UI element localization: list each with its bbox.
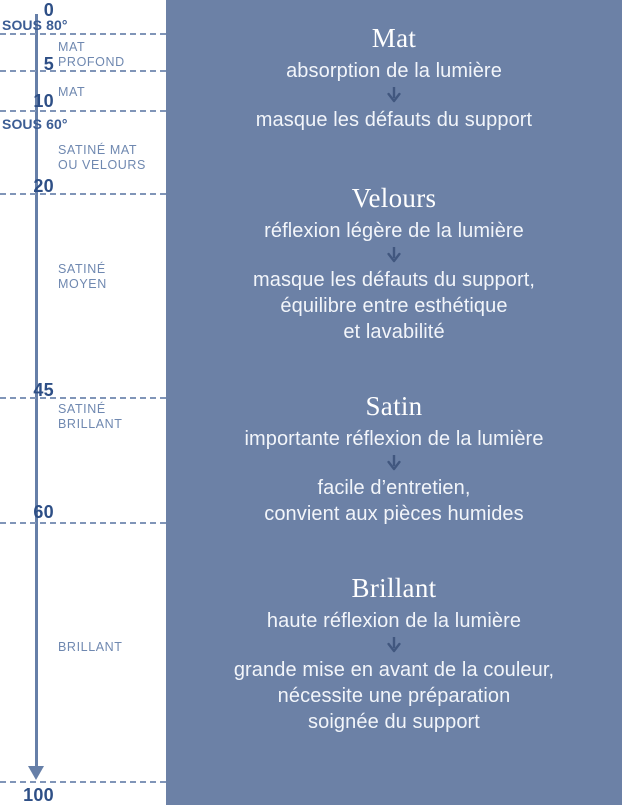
finish-title: Mat xyxy=(371,23,417,53)
scale-dash-rule xyxy=(0,33,166,35)
scale-tick-value: 20 xyxy=(33,176,54,196)
scale-tick-value: 60 xyxy=(33,502,54,522)
arrow-down-icon xyxy=(166,247,622,263)
scale-dash-rule xyxy=(0,522,166,524)
scale-threshold-label: SOUS 60° xyxy=(2,116,68,132)
finish-effect: grande mise en avant de la couleur, néces… xyxy=(166,657,622,735)
finish-property-line: réflexion légère de la lumière xyxy=(264,220,524,242)
scale-tick-value: 0 xyxy=(43,0,54,20)
finish-block-satin: Satin importante réflexion de la lumière f… xyxy=(166,390,622,527)
scale-tick-value: 100 xyxy=(23,785,54,805)
scale-category-mat: MAT xyxy=(58,85,162,100)
finish-effect-line: soignée du support xyxy=(308,711,480,733)
scale-category-line: MOYEN xyxy=(58,276,107,291)
finish-effect-line: équilibre entre esthétique xyxy=(280,295,508,317)
scale-dash-rule xyxy=(0,781,166,783)
scale-dash-rule xyxy=(0,193,166,195)
finish-effect: facile d’entretien, convient aux pièces h… xyxy=(166,475,622,527)
scale-dash-rule xyxy=(0,397,166,399)
scale-axis-line xyxy=(35,14,38,772)
scale-category-line: OU VELOURS xyxy=(58,157,146,172)
finish-property-line: absorption de la lumière xyxy=(286,60,502,82)
finish-description-panel: Mat absorption de la lumière masque les dé… xyxy=(166,0,622,805)
finish-title: Brillant xyxy=(351,573,437,603)
scale-threshold-label: SOUS 80° xyxy=(2,17,68,33)
scale-category-line: PROFOND xyxy=(58,54,125,69)
finish-block-mat: Mat absorption de la lumière masque les dé… xyxy=(166,22,622,133)
scale-category-line: BRILLANT xyxy=(58,416,123,431)
scale-tick-value: 10 xyxy=(33,91,54,111)
finish-property-line: importante réflexion de la lumière xyxy=(244,428,544,450)
arrow-down-icon xyxy=(166,87,622,103)
finish-effect-line: grande mise en avant de la couleur, xyxy=(233,659,555,681)
finish-effect-line: convient aux pièces humides xyxy=(264,503,524,525)
finish-title: Satin xyxy=(365,391,423,421)
scale-category-line: MAT xyxy=(58,85,86,99)
scale-axis-arrow-icon xyxy=(28,766,44,780)
scale-category-brillant: BRILLANT xyxy=(58,640,162,655)
finish-effect-line: nécessite une préparation xyxy=(277,685,511,707)
finish-title: Velours xyxy=(351,183,437,213)
finish-block-velours: Velours réflexion légère de la lumière mas… xyxy=(166,182,622,345)
finish-effect-line: masque les défauts du support xyxy=(255,109,533,131)
scale-category-line: BRILLANT xyxy=(58,640,123,654)
scale-category-line: SATINÉ xyxy=(58,402,106,416)
finish-effect: masque les défauts du support xyxy=(166,107,622,133)
scale-dash-rule xyxy=(0,70,166,72)
finish-effect-line: facile d’entretien, xyxy=(317,477,471,499)
scale-dash-rule xyxy=(0,110,166,112)
scale-category-line: SATINÉ MAT xyxy=(58,143,138,157)
scale-tick-value: 45 xyxy=(33,380,54,400)
arrow-down-icon xyxy=(166,637,622,653)
scale-category-line: MAT xyxy=(58,40,86,54)
finish-effect-line: et lavabilité xyxy=(343,321,445,343)
arrow-down-icon xyxy=(166,455,622,471)
scale-tick-value: 5 xyxy=(43,54,54,74)
finish-effect: masque les défauts du support, équilibre … xyxy=(166,267,622,345)
scale-category-line: SATINÉ xyxy=(58,262,106,276)
finish-block-brillant: Brillant haute réflexion de la lumière gra… xyxy=(166,572,622,735)
finish-property-line: haute réflexion de la lumière xyxy=(266,610,522,632)
finish-effect-line: masque les défauts du support, xyxy=(252,269,536,291)
